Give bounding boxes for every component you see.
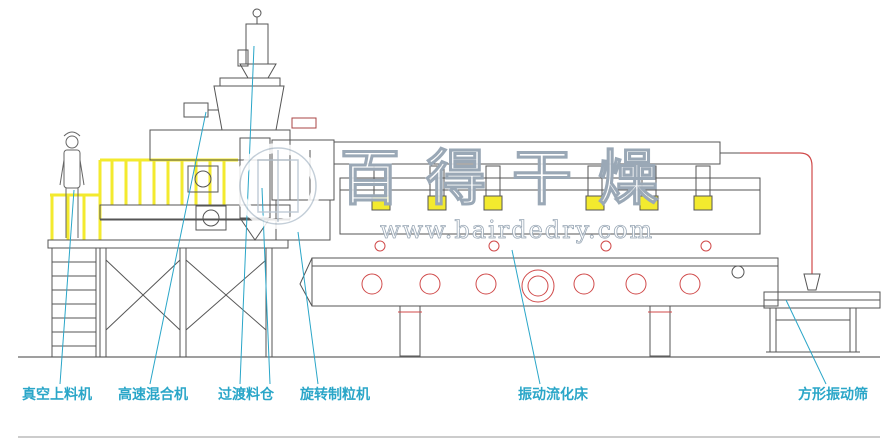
operator-platform [47, 158, 291, 357]
brand-logo-icon [235, 143, 321, 229]
label-transition-silo: 过渡料仓 [218, 387, 274, 403]
watermark-brand: 百得干燥 [339, 143, 684, 214]
high-speed-mixer-unit [149, 85, 317, 231]
vibrating-fluid-bed-unit [299, 141, 779, 357]
operator-figure-icon [59, 131, 85, 238]
label-rotary-granulator: 旋转制粒机 [300, 387, 370, 403]
label-vibrating-fluid-bed: 振动流化床 [518, 387, 588, 403]
square-vibrating-sieve-unit [763, 273, 881, 353]
vacuum-loader-unit [219, 8, 281, 87]
label-high-speed-mixer: 高速混合机 [118, 387, 188, 403]
watermark-url: www.bairdedry.com [380, 216, 655, 245]
label-square-vibrating-sieve: 方形振动筛 [798, 387, 868, 403]
label-vacuum-loader: 真空上料机 [22, 387, 92, 403]
return-pipe [740, 152, 813, 274]
